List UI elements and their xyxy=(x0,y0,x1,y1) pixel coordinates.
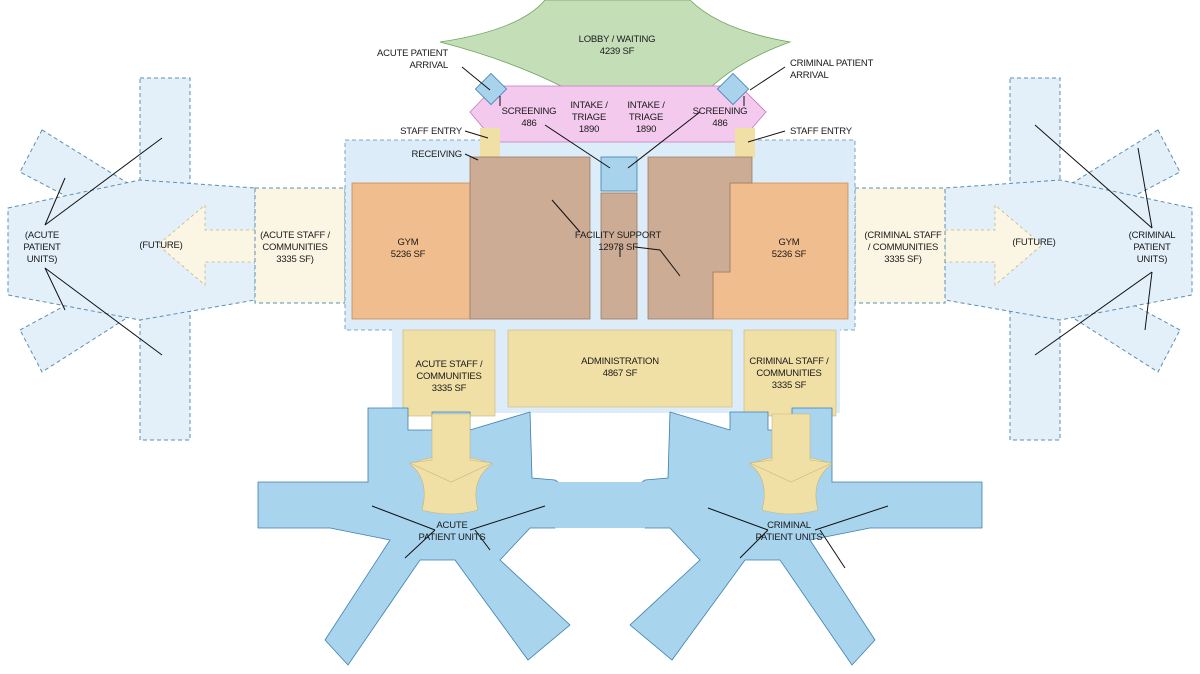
leader-screening-left-to-receiving xyxy=(544,124,611,169)
receiving-vestibule xyxy=(600,156,638,192)
criminal-units-body xyxy=(624,407,983,666)
leader-support-right xyxy=(634,246,681,277)
criminal-arrival-vestibule xyxy=(716,72,750,106)
leader-criminal-units-2 xyxy=(739,529,769,559)
gym-left xyxy=(351,182,471,320)
leader-receiving xyxy=(464,153,479,161)
criminal-staff-lower-label: CRIMINAL STAFF / COMMUNITIES 3335 SF xyxy=(749,356,829,391)
acute-units-label: ACUTE PATIENT UNITS xyxy=(418,520,486,543)
leader-future-criminal-2 xyxy=(1137,147,1153,229)
criminal-staff-lower xyxy=(743,329,837,417)
leader-acute-units-4 xyxy=(474,529,491,551)
leader-criminal-units-3 xyxy=(814,505,889,531)
gym-left-label: GYM 5236 SF xyxy=(390,237,426,260)
intake-left-label: INTAKE / TRIAGE 1890 xyxy=(570,100,608,135)
criminal-arrival-label: CRIMINAL PATIENT ARRIVAL xyxy=(790,58,874,81)
acute-staff-lower-label: ACUTE STAFF / COMMUNITIES 3335 SF xyxy=(415,359,483,394)
leader-criminal-arrival xyxy=(749,66,786,91)
acute-arrival-label: ACUTE PATIENT ARRIVAL xyxy=(377,48,448,71)
leader-screening-right-to-receiving xyxy=(627,111,701,169)
future-criminal-wing xyxy=(854,77,1193,441)
leader-future-criminal-4 xyxy=(1144,271,1153,331)
facility-support-center xyxy=(600,192,638,320)
facility-support-label: FACILITY SUPPORT 12978 SF xyxy=(574,230,662,253)
leader-acute-units-2 xyxy=(404,529,436,559)
facility-support-right xyxy=(647,156,753,320)
leader-acute-arrival xyxy=(461,66,491,91)
leader-acute-units-3 xyxy=(469,505,546,531)
criminal-staff-upper-label: (CRIMINAL STAFF / COMMUNITIES 3335 SF) xyxy=(864,230,942,265)
future-wing-arrow-left xyxy=(157,204,256,286)
lobby-waiting xyxy=(439,0,792,89)
leader-future-criminal-1 xyxy=(1034,124,1153,229)
leader-acute-units-1 xyxy=(371,505,436,531)
criminal-units-label: CRIMINAL PATIENT UNITS xyxy=(755,520,823,543)
receiving-label: RECEIVING xyxy=(411,149,463,160)
leader-future-acute-1 xyxy=(44,137,163,226)
leader-future-criminal-3 xyxy=(1034,271,1153,356)
leader-future-acute-4 xyxy=(44,267,66,311)
criminal-staff-arrow xyxy=(748,413,834,483)
acute-patient-units-block xyxy=(257,407,576,666)
acute-units-future-label: (ACUTE PATIENT UNITS) xyxy=(23,230,61,265)
future-right-label: (FUTURE) xyxy=(1012,237,1056,248)
future-criminal-staff-block xyxy=(854,187,946,304)
leader-staff-entry-right xyxy=(747,130,786,143)
administration xyxy=(507,329,733,408)
leader-support-left xyxy=(551,199,581,233)
leader-criminal-units-4 xyxy=(819,529,846,569)
staff-entry-right-block xyxy=(735,128,755,158)
lobby-label: LOBBY / WAITING 4239 SF xyxy=(578,34,656,57)
acute-arrival-vestibule xyxy=(474,72,508,106)
leader-future-acute-3 xyxy=(44,267,163,356)
staff-entry-left-label: STAFF ENTRY xyxy=(400,126,462,137)
criminal-patient-units-block xyxy=(555,407,983,666)
future-wing-arrow-right xyxy=(944,204,1043,286)
staff-entry-right-label: STAFF ENTRY xyxy=(790,126,852,137)
gym-right-label: GYM 5236 SF xyxy=(771,237,807,260)
future-left-label: (FUTURE) xyxy=(139,240,183,251)
future-acute-wing xyxy=(7,77,346,441)
intake-right-label: INTAKE / TRIAGE 1890 xyxy=(627,100,665,135)
acute-staff-lower xyxy=(402,329,496,417)
leader-criminal-units-1 xyxy=(707,507,769,531)
staff-entry-left-block xyxy=(480,128,500,158)
screening-right-label: SCREENING 486 xyxy=(692,106,748,129)
administration-label: ADMINISTRATION 4867 SF xyxy=(581,356,659,379)
criminal-units-future-label: (CRIMINAL PATIENT UNITS) xyxy=(1128,230,1176,265)
central-link-corridor xyxy=(555,482,645,528)
facility-support-left xyxy=(469,156,591,320)
acute-staff-arrow xyxy=(408,413,494,483)
screening-left-label: SCREENING 486 xyxy=(501,106,557,129)
acute-units-body xyxy=(257,407,576,666)
leader-lines xyxy=(44,66,1153,569)
acute-staff-upper-label: (ACUTE STAFF / COMMUNITIES 3335 SF) xyxy=(260,230,330,265)
leader-future-acute-2 xyxy=(44,177,66,226)
leader-staff-entry-left xyxy=(464,130,489,139)
